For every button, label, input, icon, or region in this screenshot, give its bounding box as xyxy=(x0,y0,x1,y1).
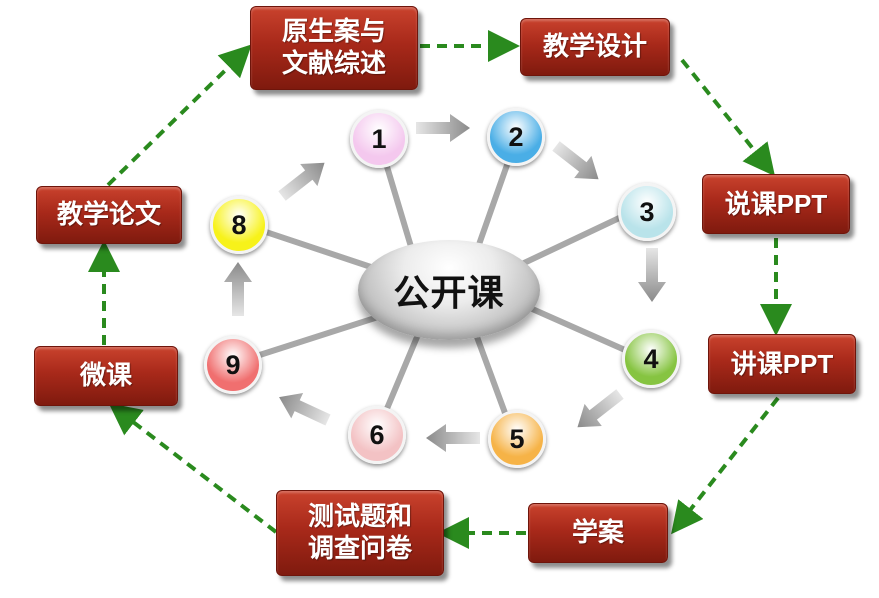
step-ball: 3 xyxy=(618,183,676,241)
box-micro-lesson: 微课 xyxy=(34,346,178,406)
step-ball: 6 xyxy=(348,406,406,464)
step-ball-number: 2 xyxy=(508,121,524,152)
box-test-and-survey: 测试题和 调查问卷 xyxy=(276,490,444,576)
step-ball-number: 3 xyxy=(639,196,655,227)
connector-paper-to-original xyxy=(106,44,252,187)
arrow-4-to-5 xyxy=(577,389,624,428)
step-ball: 1 xyxy=(350,110,408,168)
step-ball: 8 xyxy=(210,196,268,254)
step-ball: 4 xyxy=(622,330,680,388)
connector-design-to-shuoke xyxy=(680,58,775,177)
box-jiangke-ppt: 讲课PPT xyxy=(708,334,856,394)
step-ball-number: 8 xyxy=(231,209,247,240)
center-hub-label: 公开课 xyxy=(393,273,505,314)
box-teaching-paper-label: 教学论文 xyxy=(56,200,161,230)
box-test-line-2: 调查问卷 xyxy=(307,534,412,564)
box-original-and-literature: 原生案与 文献综述 xyxy=(250,6,418,90)
box-teaching-design-label: 教学设计 xyxy=(542,32,647,62)
arrow-9-to-8 xyxy=(224,262,252,316)
step-ball-number: 1 xyxy=(371,123,387,154)
box-shuoke-ppt: 说课PPT xyxy=(702,174,850,234)
arrow-8-to-1 xyxy=(278,162,325,201)
step-ball-number: 4 xyxy=(643,343,659,374)
ball-arrows xyxy=(224,114,666,452)
step-ball: 2 xyxy=(487,108,545,166)
connector-test-to-weike xyxy=(108,403,278,534)
arrow-5-to-6 xyxy=(426,424,480,452)
cycle-connectors xyxy=(88,30,792,549)
arrow-3-to-4 xyxy=(638,248,666,302)
box-study-guide-label: 学案 xyxy=(571,518,624,548)
box-original-line-2: 文献综述 xyxy=(281,49,386,79)
step-ball-number: 9 xyxy=(225,349,241,380)
box-teaching-design: 教学设计 xyxy=(520,18,670,76)
arrow-1-to-2 xyxy=(416,114,470,142)
box-teaching-paper: 教学论文 xyxy=(36,186,182,244)
center-hub: 公开课 xyxy=(358,240,540,340)
box-study-guide: 学案 xyxy=(528,503,668,563)
box-micro-lesson-label: 微课 xyxy=(79,361,132,391)
spoke-3 xyxy=(502,208,637,275)
arrow-6-to-9 xyxy=(279,392,331,426)
step-ball-number: 5 xyxy=(509,423,525,454)
box-shuoke-ppt-label: 说课PPT xyxy=(724,189,828,219)
step-ball-number: 6 xyxy=(369,419,385,450)
box-test-line-1: 测试题和 xyxy=(307,502,412,532)
arrow-2-to-3 xyxy=(552,141,599,180)
step-ball: 5 xyxy=(488,410,546,468)
connector-jiangke-to-xuean xyxy=(671,396,780,535)
box-jiangke-ppt-label: 讲课PPT xyxy=(730,349,834,379)
step-ball: 9 xyxy=(204,336,262,394)
box-original-line-1: 原生案与 xyxy=(281,17,386,47)
